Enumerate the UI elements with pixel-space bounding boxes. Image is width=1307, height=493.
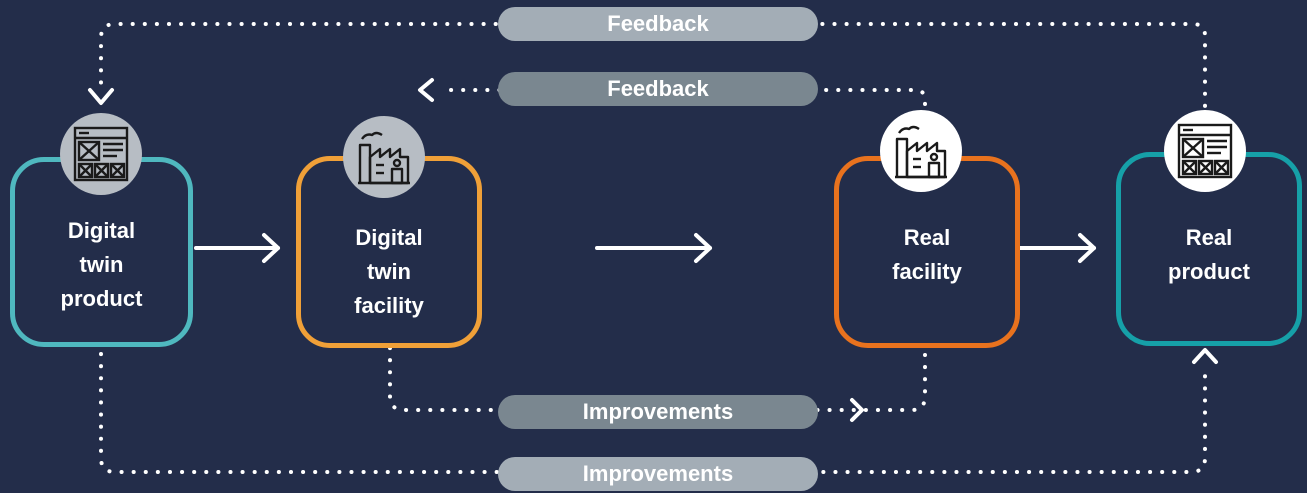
- inner-improvements-loop: [388, 346, 927, 412]
- node-label-line: product: [1168, 259, 1250, 284]
- node-label-line: facility: [354, 293, 424, 318]
- inner-feedback-loop: [438, 88, 927, 106]
- factory-icon: [343, 116, 425, 198]
- product-blueprint-icon: [60, 113, 142, 195]
- node-label-line: twin: [367, 259, 411, 284]
- improvements-inner-label: Improvements: [498, 395, 818, 429]
- node-label-line: Real: [903, 225, 951, 250]
- factory-icon: [880, 110, 962, 192]
- inner-improvements-arrowhead: [850, 398, 864, 422]
- improvements-outer-label: Improvements: [498, 457, 818, 491]
- node-real-product: Real product: [1116, 152, 1302, 346]
- product-blueprint-icon: [1164, 110, 1246, 192]
- node-label-line: product: [60, 286, 143, 311]
- feedback-inner-label: Feedback: [498, 72, 818, 106]
- node-label-line: Digital: [355, 225, 423, 250]
- node-label-line: twin: [79, 252, 124, 277]
- node-label-line: Digital: [67, 218, 136, 243]
- outer-improvements-arrowhead: [1192, 348, 1218, 364]
- outer-feedback-arrowhead: [88, 88, 114, 105]
- inner-feedback-arrowhead: [418, 78, 434, 102]
- node-label-line: Real: [1185, 225, 1233, 250]
- feedback-outer-label: Feedback: [498, 7, 818, 41]
- node-label-line: facility: [892, 259, 962, 284]
